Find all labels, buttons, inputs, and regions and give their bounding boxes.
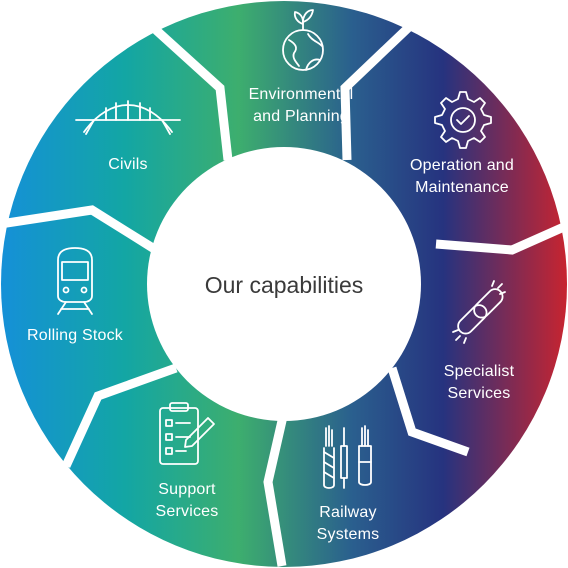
segment-label-line2: Systems bbox=[317, 526, 380, 543]
gear-check-icon bbox=[434, 91, 492, 149]
segment-label-line1: Environmental bbox=[249, 86, 354, 103]
bridge-icon bbox=[75, 100, 181, 135]
segment-dividers bbox=[0, 24, 568, 567]
segment-specialist[interactable]: Specialist Services bbox=[444, 280, 515, 402]
segment-label-line2: and Planning bbox=[253, 108, 349, 125]
segment-label-line1: Operation and bbox=[410, 157, 514, 174]
segment-label-line1: Specialist bbox=[444, 363, 515, 380]
train-icon bbox=[57, 247, 93, 315]
segment-label-line1: Rolling Stock bbox=[27, 327, 124, 344]
segment-label-line2: Services bbox=[448, 385, 511, 402]
segment-railway[interactable]: Railway Systems bbox=[317, 425, 380, 543]
cables-icon bbox=[323, 425, 372, 489]
segment-support[interactable]: Support Services bbox=[156, 402, 219, 520]
globe-plant-icon bbox=[282, 9, 324, 71]
center-title: Our capabilities bbox=[205, 272, 364, 298]
clipboard-checklist-icon bbox=[159, 402, 215, 465]
segment-civils[interactable]: Civils bbox=[75, 100, 181, 173]
segment-label-line1: Railway bbox=[319, 504, 376, 521]
segment-environmental[interactable]: Environmental and Planning bbox=[249, 9, 354, 125]
center-circle bbox=[147, 147, 421, 421]
chain-link-icon bbox=[452, 280, 506, 344]
segment-rolling[interactable]: Rolling Stock bbox=[27, 247, 124, 344]
segment-operation[interactable]: Operation and Maintenance bbox=[410, 91, 514, 196]
segment-label-line1: Support bbox=[158, 481, 216, 498]
segment-label-line2: Maintenance bbox=[415, 179, 509, 196]
segment-label-line1: Civils bbox=[108, 156, 147, 173]
segment-label-line2: Services bbox=[156, 503, 219, 520]
